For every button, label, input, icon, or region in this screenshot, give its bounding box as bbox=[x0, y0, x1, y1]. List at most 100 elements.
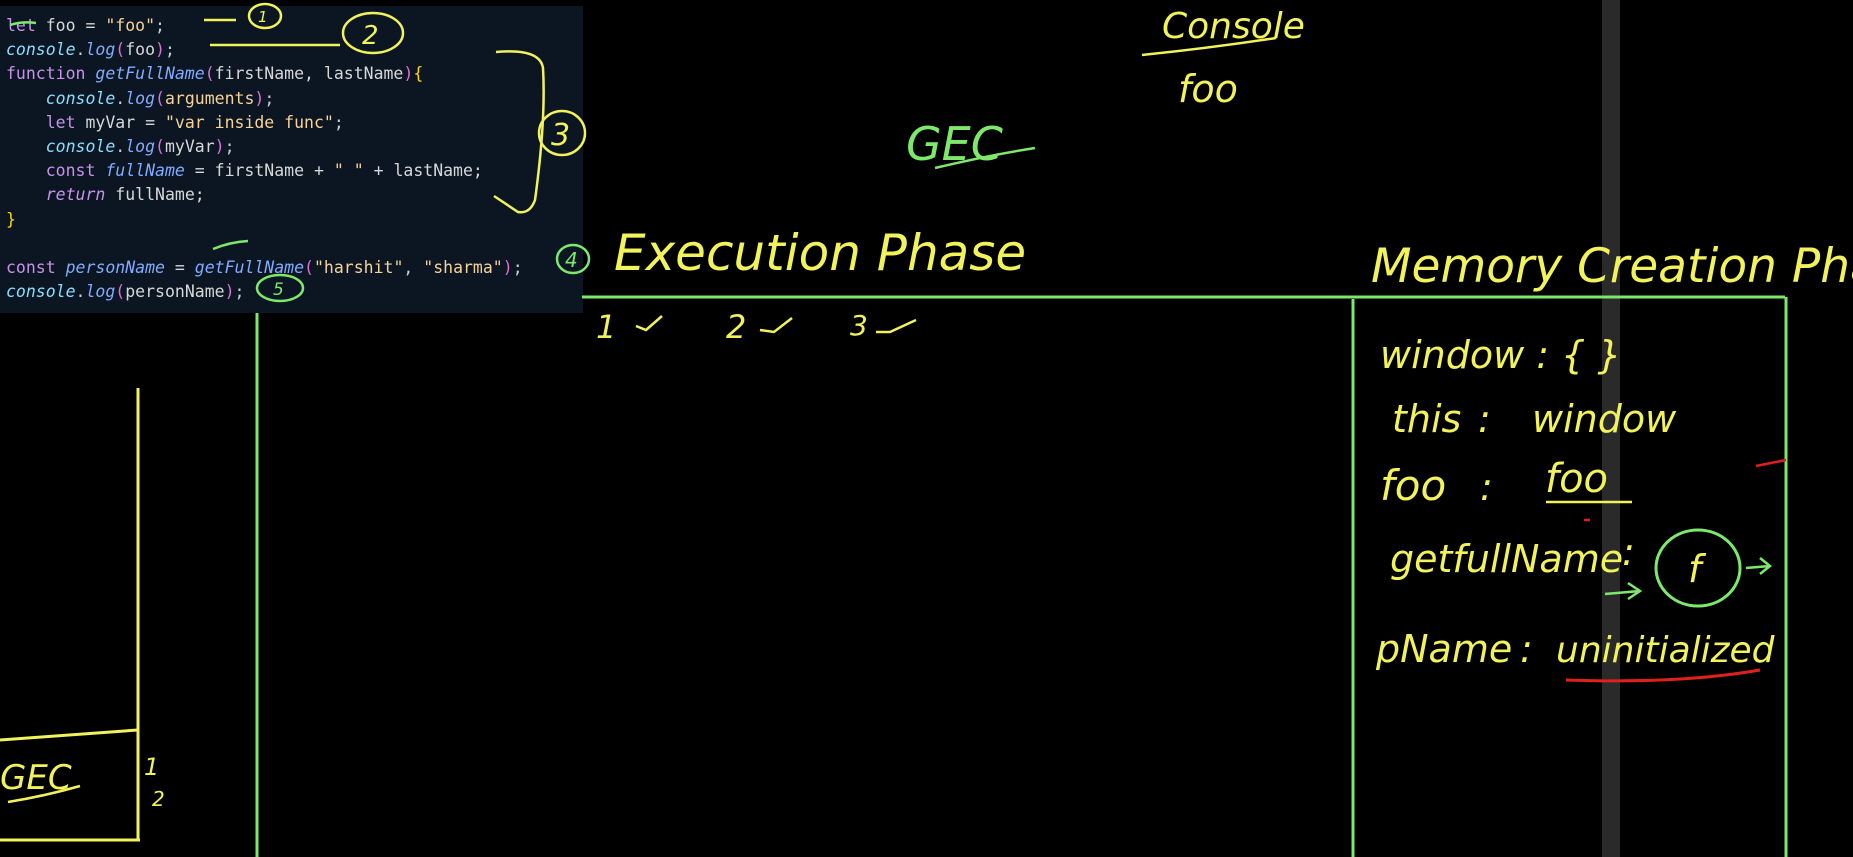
code-token: } bbox=[6, 209, 16, 229]
code-line: let foo = "foo"; bbox=[6, 14, 523, 38]
code-line: function getFullName(firstName, lastName… bbox=[6, 62, 523, 86]
memory-getfullname-key: getfullName bbox=[1390, 537, 1623, 581]
marker-2-label: 2 bbox=[362, 21, 379, 51]
code-token: let bbox=[6, 16, 36, 35]
exec-step-1: 1 bbox=[596, 308, 616, 346]
memory-pname-value: uninitialized bbox=[1556, 630, 1776, 671]
code-token: , bbox=[403, 257, 424, 277]
marker-3-circle bbox=[537, 109, 587, 157]
code-token: " " bbox=[333, 161, 364, 181]
code-token: ( bbox=[155, 136, 165, 156]
arrow-into-function-icon bbox=[1604, 581, 1643, 601]
exec-step-3: 3 bbox=[850, 309, 868, 342]
gec-title: GEC bbox=[906, 117, 1003, 171]
function-bracket bbox=[493, 50, 545, 214]
code-token: ; bbox=[224, 136, 235, 156]
code-token: arguments bbox=[164, 88, 255, 108]
code-token: personName bbox=[125, 282, 225, 302]
code-token: . bbox=[75, 40, 86, 60]
code-token: ) bbox=[155, 40, 165, 60]
execution-phase-heading: Execution Phase bbox=[614, 224, 1026, 282]
code-token: ; bbox=[333, 112, 344, 132]
code-token: const bbox=[6, 257, 66, 277]
code-token: console bbox=[6, 136, 116, 156]
memory-this-colon: : bbox=[1478, 397, 1491, 441]
memory-pname-colon: : bbox=[1520, 627, 1533, 671]
code-line: const fullName = firstName + " " + lastN… bbox=[6, 159, 523, 183]
code-token: ( bbox=[115, 40, 126, 60]
code-token: ) bbox=[403, 64, 414, 84]
code-token: myVar bbox=[164, 136, 215, 156]
code-line: console.log(arguments); bbox=[6, 87, 523, 111]
memory-getfullname-colon: : bbox=[1622, 530, 1635, 574]
memory-foo-key: foo bbox=[1380, 461, 1446, 510]
code-token: ( bbox=[304, 257, 314, 277]
code-token: ) bbox=[502, 257, 513, 277]
code-editor-panel: let foo = "foo";console.log(foo);functio… bbox=[0, 6, 583, 313]
let-underline bbox=[9, 21, 37, 27]
code-token: foo bbox=[125, 40, 156, 60]
console-underline bbox=[1141, 36, 1277, 57]
code-token: ; bbox=[155, 16, 165, 35]
code-token: log bbox=[125, 136, 156, 156]
code-token: ) bbox=[224, 282, 235, 302]
code-token: + lastName; bbox=[363, 161, 483, 181]
memory-entries: window : { } this : window foo : foo get… bbox=[1375, 333, 1787, 683]
code-token: ) bbox=[254, 88, 265, 108]
code-token: firstName, lastName bbox=[214, 64, 404, 84]
exec-step-1-check bbox=[635, 315, 663, 332]
code-token: ( bbox=[115, 282, 126, 302]
code-line: const personName = getFullName("harshit"… bbox=[6, 256, 523, 280]
code-token: . bbox=[115, 136, 126, 156]
memory-pname-key: pName bbox=[1375, 627, 1512, 671]
code-token: foo = bbox=[35, 16, 106, 35]
code-token: "var inside func" bbox=[164, 112, 334, 132]
code-token: ( bbox=[155, 88, 165, 108]
code-token: console bbox=[6, 88, 116, 108]
arrow-out-of-function-icon bbox=[1745, 557, 1773, 575]
code-token: let bbox=[6, 112, 86, 132]
code-token: return bbox=[6, 185, 116, 205]
code-token: personName bbox=[65, 257, 165, 277]
code-token: fullName; bbox=[115, 185, 205, 205]
code-token: . bbox=[115, 88, 126, 108]
code-token: ; bbox=[264, 88, 275, 108]
code-token: ( bbox=[204, 64, 215, 84]
getfullname-call-mark bbox=[212, 239, 249, 251]
code-line: console.log(personName); bbox=[6, 280, 523, 304]
stack-frame-line bbox=[0, 728, 139, 742]
code-token: getFullName bbox=[194, 257, 305, 277]
execution-context-box bbox=[255, 295, 1788, 857]
code-token: myVar = bbox=[85, 112, 165, 132]
code-line: return fullName; bbox=[6, 183, 523, 207]
code-token: getFullName bbox=[95, 64, 205, 84]
marker-5-circle bbox=[255, 273, 305, 303]
memory-foo-colon: : bbox=[1480, 465, 1493, 509]
scrollbar-track bbox=[1602, 0, 1620, 857]
code-token: = bbox=[164, 257, 195, 277]
memory-this-key: this bbox=[1392, 397, 1461, 441]
code-token: console bbox=[6, 282, 76, 302]
execution-steps: 1 2 3 bbox=[596, 308, 917, 346]
gec-underline bbox=[934, 146, 1036, 170]
stack-gec-underline bbox=[7, 784, 81, 804]
exec-step-2-check bbox=[759, 317, 793, 334]
code-token: ; bbox=[512, 257, 523, 277]
marker-4-circle bbox=[555, 243, 591, 275]
code-token: { bbox=[413, 64, 424, 84]
uninitialized-red-underline bbox=[1565, 668, 1761, 683]
function-object-circle bbox=[1654, 528, 1742, 608]
code-markers bbox=[9, 2, 591, 303]
marker-5-label: 5 bbox=[273, 280, 284, 300]
exec-step-3-check bbox=[876, 318, 917, 334]
marker-1-circle bbox=[247, 2, 283, 30]
code-token: log bbox=[125, 88, 156, 108]
code-token: ; bbox=[234, 282, 245, 302]
marker-2-circle bbox=[341, 11, 405, 55]
marker-3-label: 3 bbox=[551, 118, 570, 153]
marker-4-label: 4 bbox=[565, 248, 578, 272]
memory-this-value: window bbox=[1532, 397, 1677, 441]
code-line: console.log(myVar); bbox=[6, 135, 523, 159]
console-title: Console bbox=[1162, 6, 1305, 47]
